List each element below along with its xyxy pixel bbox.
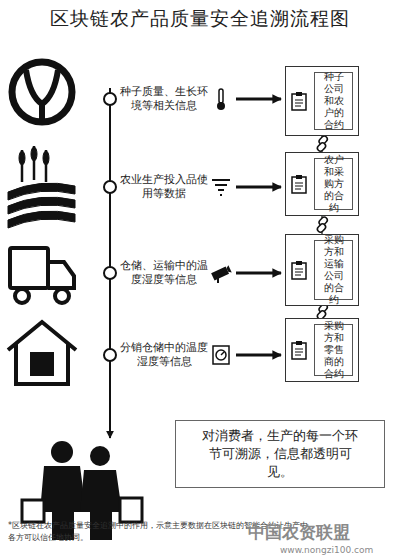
sensor-icon [210,261,232,285]
connector-line [321,306,322,318]
contract-text: 采购方和运输公司的合约 [314,240,353,300]
timeline [104,88,116,438]
house-icon [8,322,76,384]
info-item: 分销仓储中的温度湿度等信息 [120,340,234,370]
field-icon [8,146,75,228]
note-box: 对消费者，生产的每一个环节可溯源，信息都透明可见。 [175,420,385,488]
clipboard-icon [291,260,307,280]
connector [236,187,281,188]
watermark: 中国农资联盟 [248,522,398,543]
connector-line [321,216,322,234]
chain-link [318,135,329,146]
connector-line [236,98,281,101]
diagram-title: 区块链农产品质量安全追溯流程图 [0,6,400,32]
contract-box: 农户和采购方的合约 [285,152,359,216]
connector-line [236,186,281,189]
note-text: 对消费者，生产的每一个环节可溯源，信息都透明可见。 [202,427,358,481]
info-item: 仓储、运输中的温度湿度等信息 [120,258,234,288]
contract-box: 采购方和运输公司的合约 [285,234,359,306]
connector [316,135,328,152]
info-text: 农业生产投入品使用等数据 [120,173,208,201]
contract-box: 种子公司和农户的合约 [285,66,359,136]
clipboard-icon [291,340,307,360]
contract-text: 种子公司和农户的合约 [314,72,353,130]
contract-box: 采购方和零售商的合约 [285,318,359,382]
connector [236,99,281,100]
connector-line [236,354,281,357]
connector-line [236,272,281,275]
clipboard-icon [291,174,307,194]
chain-link [318,216,329,227]
connector [236,273,281,274]
sensor-icon [210,343,232,367]
sensor-icon [210,87,232,111]
connector-line [321,136,322,152]
info-item: 农业生产投入品使用等数据 [120,172,234,202]
info-text: 种子质量、生长环境等相关信息 [120,85,208,113]
truck-icon [10,248,74,303]
clipboard-icon [291,91,307,111]
watermark: www.nongzi100.com [280,544,398,557]
info-item: 种子质量、生长环境等相关信息 [120,84,234,114]
info-text: 分销仓储中的温度湿度等信息 [120,341,208,369]
sensor-icon [210,175,232,199]
connector [316,216,328,234]
contract-text: 采购方和零售商的合约 [314,324,353,376]
seed-icon [12,62,72,122]
chain-link [316,142,327,153]
connector [236,355,281,356]
chain-link [316,223,327,234]
info-text: 仓储、运输中的温度湿度等信息 [120,259,208,287]
contract-text: 农户和采购方的合约 [314,158,353,210]
